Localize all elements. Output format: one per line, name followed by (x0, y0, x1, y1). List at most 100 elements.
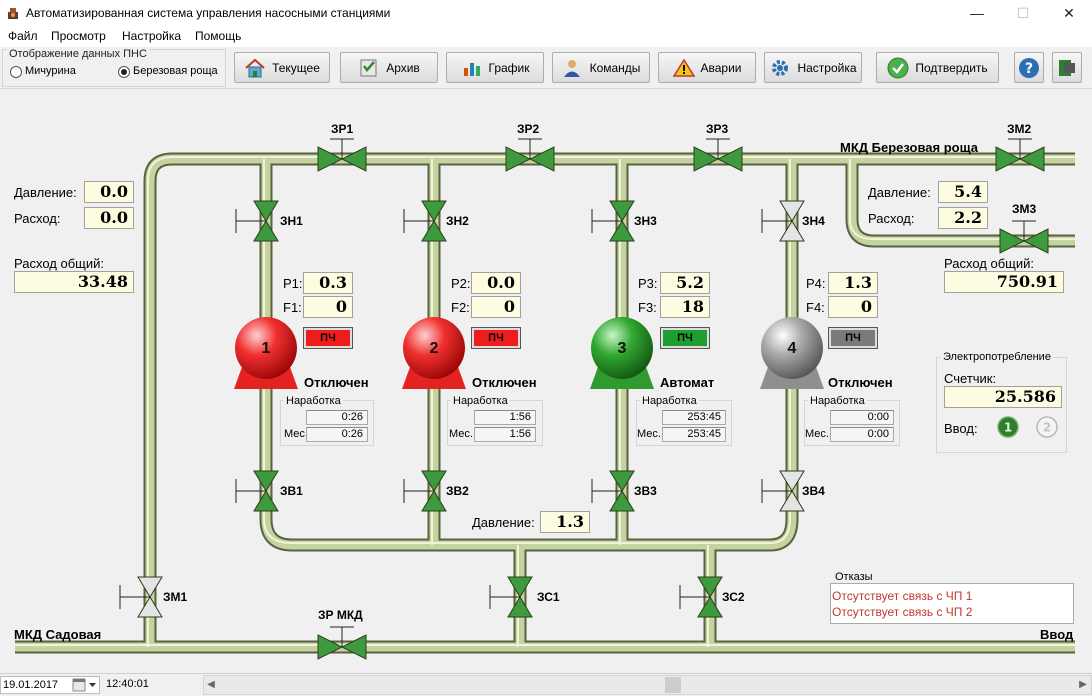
pump4-vfd-label: ПЧ (831, 330, 875, 346)
valve-zn4-label: ЗН4 (802, 214, 825, 228)
pump3-number[interactable]: 3 (617, 340, 627, 357)
pump3-month-label: Мес. (637, 428, 661, 440)
power-input-2-indicator: 2 (1036, 416, 1058, 438)
pump4-vfd-indicator[interactable]: ПЧ (828, 327, 878, 349)
scroll-right-icon[interactable]: ▶ (1079, 679, 1087, 690)
minimize-button[interactable]: — (970, 5, 984, 21)
chart-button[interactable]: График (446, 52, 544, 83)
valve-zs1 (489, 576, 533, 618)
pump1-runtime-value: 0:26 (306, 410, 368, 425)
valve-zv4 (761, 470, 805, 512)
pump4-month-label: Мес. (805, 428, 829, 440)
valve-zn2 (403, 200, 447, 242)
scrollbar-thumb[interactable] (665, 677, 681, 693)
pump4-f-label: F4: (806, 300, 825, 315)
bottom-left-line-label: МКД Садовая (14, 627, 102, 642)
pump1-f-label: F1: (283, 300, 302, 315)
menu-file[interactable]: Файл (8, 29, 38, 43)
radio-michurina[interactable] (10, 66, 22, 78)
exit-icon (1059, 59, 1075, 76)
pump4-f-value: 0 (828, 296, 878, 318)
pump4-status: Отключен (828, 375, 893, 390)
valve-zr1-label: ЗР1 (331, 122, 354, 136)
pump3-vfd-indicator[interactable]: ПЧ (660, 327, 710, 349)
radio-michurina-label[interactable]: Мичурина (25, 65, 76, 77)
pump3-month-value: 253:45 (662, 427, 726, 442)
menu-view[interactable]: Просмотр (51, 29, 106, 43)
power-input-2-text: 2 (1043, 421, 1051, 435)
pump1-number[interactable]: 1 (261, 340, 271, 357)
date-value: 19.01.2017 (3, 679, 59, 691)
valve-zm2-label: ЗМ2 (1007, 122, 1032, 136)
horizontal-scrollbar[interactable] (203, 675, 1092, 695)
chart-icon (463, 62, 480, 76)
radio-berezovaya[interactable] (118, 66, 130, 78)
pump1-p-value: 0.3 (303, 272, 353, 294)
valve-zn2-label: ЗН2 (446, 214, 469, 228)
confirm-button[interactable]: Подтвердить (876, 52, 999, 83)
station-group-title: Отображение данных ПНС (7, 48, 149, 60)
header-pressure-label: Давление: (472, 515, 535, 530)
menu-help[interactable]: Помощь (195, 29, 242, 43)
alarms-button[interactable]: Аварии (658, 52, 756, 83)
faults-title: Отказы (833, 571, 875, 583)
calendar-dropdown-icon[interactable] (72, 678, 98, 692)
menu-settings[interactable]: Настройка (122, 29, 182, 43)
valve-zs1-label: ЗС1 (537, 590, 560, 604)
left-pressure-value: 0.0 (84, 181, 134, 203)
pump1-vfd-indicator[interactable]: ПЧ (303, 327, 353, 349)
maximize-button[interactable]: ☐ (1016, 5, 1030, 21)
right-line-name: МКД Березовая роща (840, 140, 978, 155)
fault-item[interactable]: Отсутствует связь с ЧП 2 (832, 605, 973, 619)
pump2-month-label: Мес. (449, 428, 473, 440)
left-flow-label: Расход: (14, 211, 61, 226)
valve-zv1-label: ЗВ1 (280, 484, 303, 498)
right-flow-label: Расход: (868, 211, 915, 226)
valve-zn3-label: ЗН3 (634, 214, 657, 228)
archive-button[interactable]: Архив (340, 52, 438, 83)
user-icon (563, 59, 580, 77)
pump2-number[interactable]: 2 (429, 340, 439, 357)
valve-zm3 (999, 220, 1049, 254)
horizontal-valves (317, 138, 1049, 660)
faults-list[interactable] (830, 583, 1074, 624)
archive-icon (360, 59, 377, 76)
left-total-flow-value: 33.48 (14, 271, 134, 293)
valve-zm1 (119, 576, 163, 618)
scroll-left-icon[interactable]: ◀ (207, 679, 215, 690)
current-button-label: Текущее (272, 60, 320, 75)
pump4-runtime-title: Наработка (808, 395, 867, 407)
settings-button[interactable]: Настройка (764, 52, 862, 83)
commands-button[interactable]: Команды (552, 52, 650, 83)
valve-zv1 (235, 470, 279, 512)
settings-button-label: Настройка (797, 60, 857, 75)
right-total-flow-label: Расход общий: (944, 256, 1034, 271)
power-input-label: Ввод: (944, 421, 978, 436)
left-flow-value: 0.0 (84, 207, 134, 229)
right-pressure-label: Давление: (868, 185, 931, 200)
right-pressure-value: 5.4 (938, 181, 988, 203)
pump1-status: Отключен (304, 375, 369, 390)
question-icon: ? (1019, 57, 1039, 78)
fault-item[interactable]: Отсутствует связь с ЧП 1 (832, 589, 973, 603)
confirm-button-label: Подтвердить (915, 60, 988, 75)
valve-zm2 (995, 138, 1045, 172)
pump-3-graphic (590, 317, 654, 389)
valve-zr3 (693, 138, 743, 172)
radio-berezovaya-label[interactable]: Березовая роща (133, 65, 218, 77)
vertical-valves (119, 200, 805, 618)
pump1-runtime-title: Наработка (284, 395, 343, 407)
commands-button-label: Команды (589, 60, 641, 75)
pump2-runtime-title: Наработка (451, 395, 510, 407)
close-button[interactable]: ✕ (1063, 5, 1075, 21)
header-pressure-value: 1.3 (540, 511, 590, 533)
valve-zr2-label: ЗР2 (517, 122, 540, 136)
pump2-vfd-indicator[interactable]: ПЧ (471, 327, 521, 349)
archive-button-label: Архив (386, 60, 420, 75)
valve-zr1 (317, 138, 367, 172)
current-button[interactable]: Текущее (234, 52, 330, 83)
help-button[interactable]: ? (1014, 52, 1044, 83)
exit-button[interactable] (1052, 52, 1082, 83)
pump4-number[interactable]: 4 (787, 340, 797, 357)
title-bar (0, 0, 1092, 27)
